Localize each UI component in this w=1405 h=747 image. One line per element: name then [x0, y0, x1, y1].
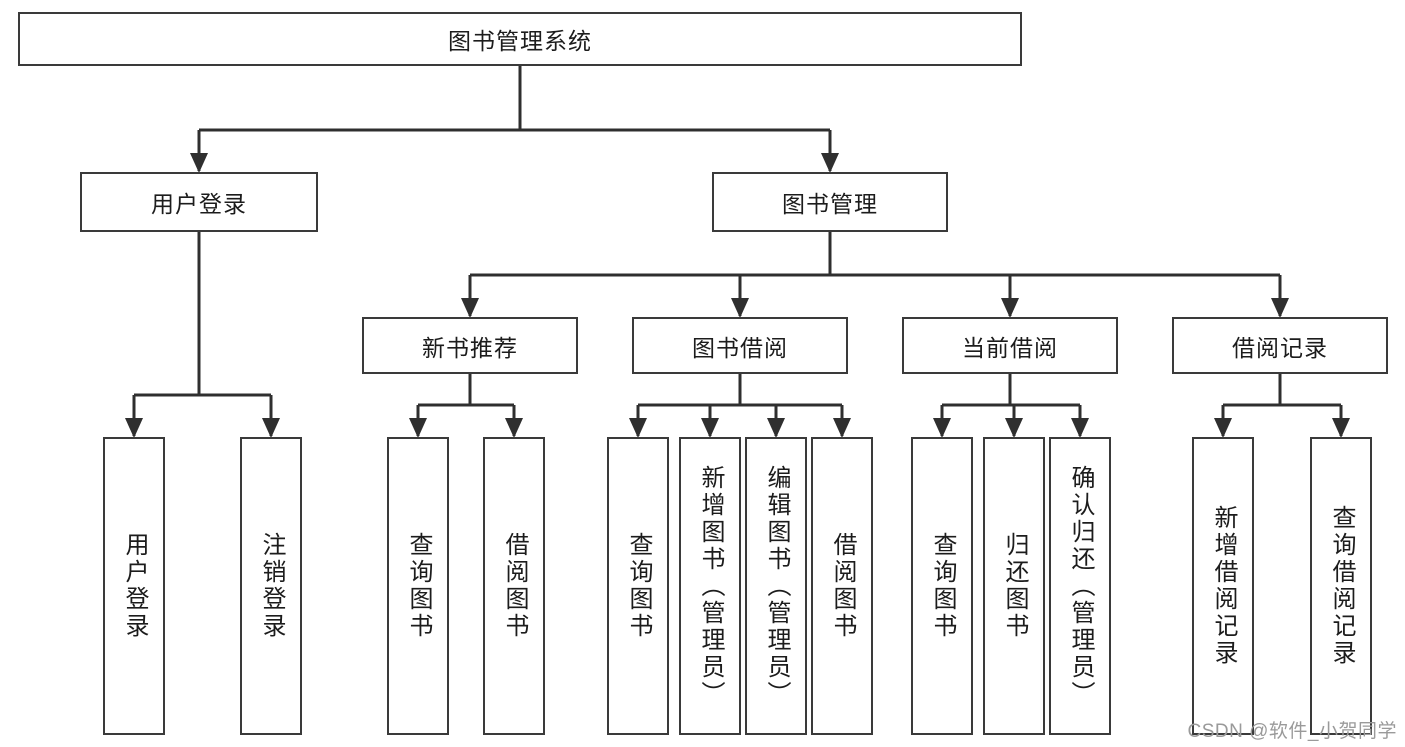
node-leaf-cur-query[interactable]: 查询图书	[911, 437, 973, 735]
arrowhead-icon	[1214, 418, 1232, 438]
arrowhead-icon	[461, 298, 479, 318]
node-login[interactable]: 用户登录	[80, 172, 318, 232]
node-label: 查询图书	[405, 532, 432, 640]
node-label: 用户登录	[151, 191, 247, 217]
node-leaf-cur-return[interactable]: 归还图书	[983, 437, 1045, 735]
node-label: 确认归还（管理员）	[1067, 464, 1094, 708]
arrowhead-icon	[701, 418, 719, 438]
arrowhead-icon	[767, 418, 785, 438]
node-label: 查询借阅记录	[1328, 505, 1355, 667]
node-label: 当前借阅	[962, 334, 1058, 361]
node-leaf-user-logout[interactable]: 注销登录	[240, 437, 302, 735]
arrowhead-icon	[933, 418, 951, 438]
node-leaf-bq-query[interactable]: 查询图书	[607, 437, 669, 735]
node-current[interactable]: 当前借阅	[902, 317, 1118, 374]
node-bookmgmt[interactable]: 图书管理	[712, 172, 948, 232]
node-label: 图书管理	[782, 191, 878, 217]
arrowhead-icon	[1332, 418, 1350, 438]
node-leaf-cur-confirm[interactable]: 确认归还（管理员）	[1049, 437, 1111, 735]
node-leaf-new-borrow[interactable]: 借阅图书	[483, 437, 545, 735]
node-label: 借阅图书	[501, 532, 528, 640]
node-leaf-rec-query[interactable]: 查询借阅记录	[1310, 437, 1372, 735]
node-leaf-bq-edit[interactable]: 编辑图书（管理员）	[745, 437, 807, 735]
node-label: 用户登录	[121, 532, 148, 640]
node-label: 注销登录	[258, 532, 285, 640]
arrowhead-icon	[125, 418, 143, 438]
node-label: 借阅图书	[829, 532, 856, 640]
node-label: 查询图书	[929, 532, 956, 640]
node-records[interactable]: 借阅记录	[1172, 317, 1388, 374]
arrowhead-icon	[1005, 418, 1023, 438]
arrowhead-icon	[821, 153, 839, 173]
node-leaf-rec-add[interactable]: 新增借阅记录	[1192, 437, 1254, 735]
node-label: 图书管理系统	[448, 28, 592, 54]
node-label: 新增图书（管理员）	[697, 464, 724, 708]
node-label: 新书推荐	[422, 334, 518, 361]
node-label: 借阅记录	[1232, 334, 1328, 361]
node-root[interactable]: 图书管理系统	[18, 12, 1022, 66]
arrowhead-icon	[505, 418, 523, 438]
node-borrow[interactable]: 图书借阅	[632, 317, 848, 374]
node-leaf-bq-add[interactable]: 新增图书（管理员）	[679, 437, 741, 735]
arrowhead-icon	[629, 418, 647, 438]
arrowhead-icon	[731, 298, 749, 318]
node-newbook[interactable]: 新书推荐	[362, 317, 578, 374]
node-label: 新增借阅记录	[1210, 505, 1237, 667]
arrowhead-icon	[262, 418, 280, 438]
arrowhead-icon	[1001, 298, 1019, 318]
arrowhead-icon	[190, 153, 208, 173]
node-leaf-new-query[interactable]: 查询图书	[387, 437, 449, 735]
node-leaf-bq-borrow[interactable]: 借阅图书	[811, 437, 873, 735]
arrowhead-icon	[833, 418, 851, 438]
node-label: 编辑图书（管理员）	[763, 464, 790, 708]
node-leaf-user-login[interactable]: 用户登录	[103, 437, 165, 735]
arrowhead-icon	[409, 418, 427, 438]
node-label: 图书借阅	[692, 334, 788, 361]
node-label: 归还图书	[1001, 532, 1028, 640]
arrowhead-icon	[1271, 298, 1289, 318]
node-label: 查询图书	[625, 532, 652, 640]
arrowhead-icon	[1071, 418, 1089, 438]
